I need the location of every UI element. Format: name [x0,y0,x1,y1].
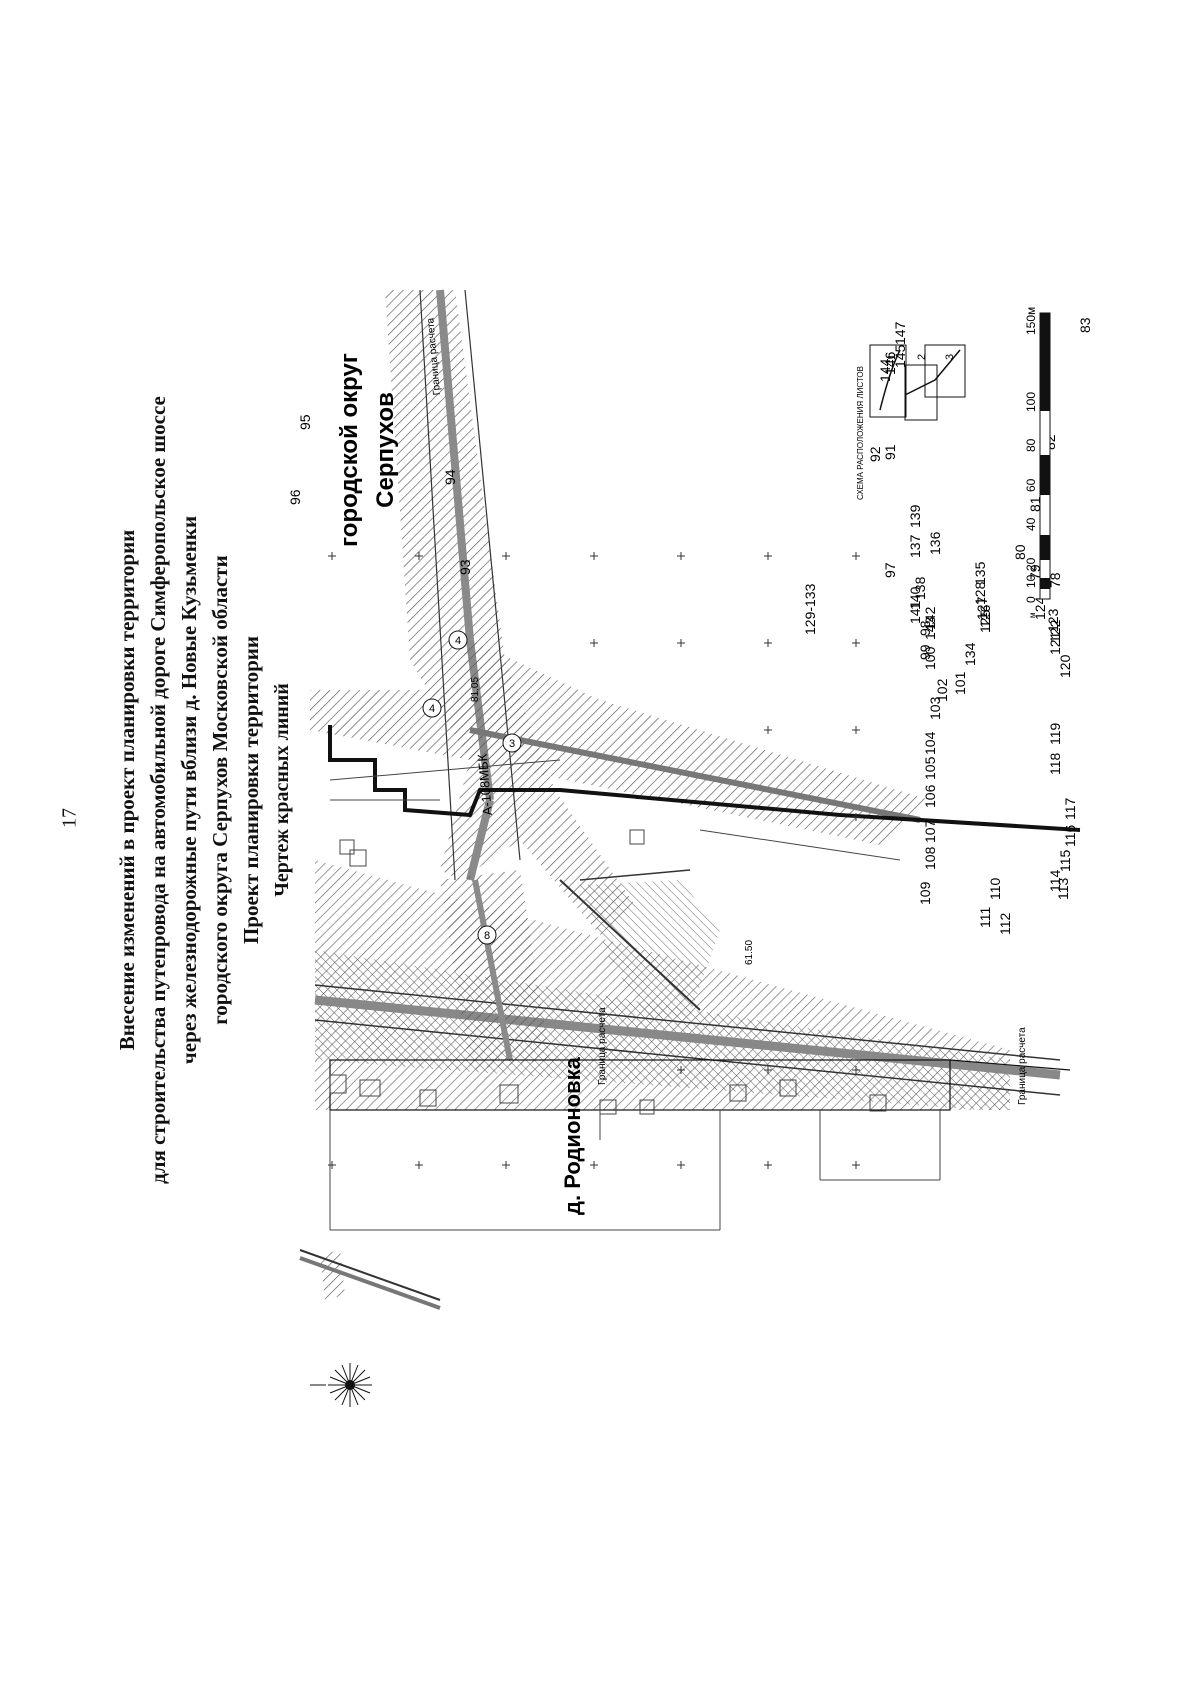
point-label-117: 117 [1062,797,1078,820]
point-label-127: 127 [974,596,990,620]
point-label-99: 99 [917,644,933,660]
point-label-126: 126 [977,604,993,628]
scale-tick-10: 10 [1024,574,1038,588]
point-label-138: 138 [912,576,928,600]
highway-axis [436,289,474,641]
point-label-79: 79 [1027,564,1043,580]
point-label-119: 119 [1047,722,1063,745]
point-label-112: 112 [997,912,1013,935]
point-label-137: 137 [907,534,923,558]
point-label-107: 107 [922,819,938,843]
point-label-100: 100 [922,646,938,670]
lot-lines [329,759,941,1231]
point-label-114: 114 [1047,869,1063,892]
point-label-142: 142 [922,606,938,630]
point-label-102: 102 [934,678,950,702]
point-label-120: 120 [1057,654,1073,678]
point-label-146: 146 [882,351,898,375]
sheet-number-3: 3 [944,354,956,360]
scale-tick-150: 150м [1024,307,1038,335]
point-label-116: 116 [1062,824,1078,847]
point-label-145: 145 [892,344,908,368]
calc-boundary-label-2: Граница расчета [597,1007,608,1085]
scale-tick-80: 80 [1024,438,1038,452]
district-label-line1: городской округ [336,353,363,547]
village-label: д. Родионовка [560,1056,585,1215]
point-label-109: 109 [917,881,933,905]
scale-tick-40: 40 [1024,517,1038,531]
point-label-128: 128 [972,581,988,605]
point-label-93: 93 [457,559,473,575]
point-label-105: 105 [922,756,938,780]
scale-bar: 0 10 20 40 60 80 100 150м м [1024,307,1051,619]
point-label-140: 140 [907,586,923,610]
sheet-number-2: 2 [916,354,928,360]
point-label-92: 92 [867,446,883,462]
sheet-scheme-legend: СХЕМА РАСПОЛОЖЕНИЯ ЛИСТОВ 1 2 3 [856,344,966,500]
point-labels: 8382818079781231221211201191181171161151… [287,317,1093,935]
point-label-122: 122 [1047,619,1063,643]
point-label-121: 121 [1047,631,1063,655]
point-label-106: 106 [922,784,938,808]
point-label-83: 83 [1077,317,1093,333]
point-label-129-133: 129-133 [802,583,818,635]
scale-tick-100: 100 [1024,392,1038,412]
point-label-98: 98 [917,620,933,636]
point-label-136: 136 [927,531,943,555]
point-label-103: 103 [927,696,943,720]
point-label-134: 134 [962,642,978,666]
north-arrow-icon [310,1363,372,1407]
scale-unit-prefix: м [1028,613,1037,619]
point-label-104: 104 [922,731,938,755]
scale-tick-0: 0 [1024,596,1038,603]
scale-tick-20: 20 [1024,557,1038,571]
point-label-81: 81 [1027,496,1043,512]
highway-corridor [385,290,635,935]
coordinate-grid-marks [328,552,860,1169]
road-label: А-108МБК [475,753,495,816]
circle-mark-2: 4 [429,703,435,715]
point-label-80: 80 [1012,544,1028,560]
point-label-96: 96 [287,489,303,505]
scale-tick-60: 60 [1024,478,1038,492]
point-label-113: 113 [1055,877,1071,900]
point-label-95: 95 [297,414,313,430]
point-label-108: 108 [922,846,938,870]
point-label-123: 123 [1045,608,1061,632]
point-label-78: 78 [1047,572,1063,588]
aux-number-2: 61.50 [744,940,755,965]
rail-corridor-upper [320,1250,345,1300]
point-label-115: 115 [1057,849,1073,872]
point-label-124: 124 [1032,596,1048,620]
point-label-143: 143 [922,616,938,640]
point-label-97: 97 [882,562,898,578]
calc-boundary-label-3: Граница расчета [1017,1027,1028,1105]
point-label-139: 139 [907,504,923,528]
aux-number-1: 81.05 [470,677,481,702]
circle-mark-3: 3 [509,738,515,750]
circle-marks: 4 4 3 8 [422,630,522,945]
point-label-118: 118 [1047,752,1063,775]
point-label-135: 135 [972,561,988,585]
point-label-147: 147 [892,321,908,345]
circle-mark-1: 4 [455,635,461,647]
point-label-110: 110 [987,877,1003,900]
district-boundary [328,725,1081,832]
point-label-101: 101 [952,671,968,695]
circle-mark-4: 8 [484,930,490,942]
point-label-141: 141 [907,600,923,624]
point-label-94: 94 [442,469,458,485]
district-label-line2: Серпухов [372,392,399,508]
point-label-111: 111 [977,907,993,928]
sheet-scheme-title: СХЕМА РАСПОЛОЖЕНИЯ ЛИСТОВ [856,366,865,500]
point-label-91: 91 [882,444,898,460]
junction-area [580,880,720,1020]
point-label-125: 125 [977,609,993,633]
sheet-number-1: 1 [886,354,898,360]
